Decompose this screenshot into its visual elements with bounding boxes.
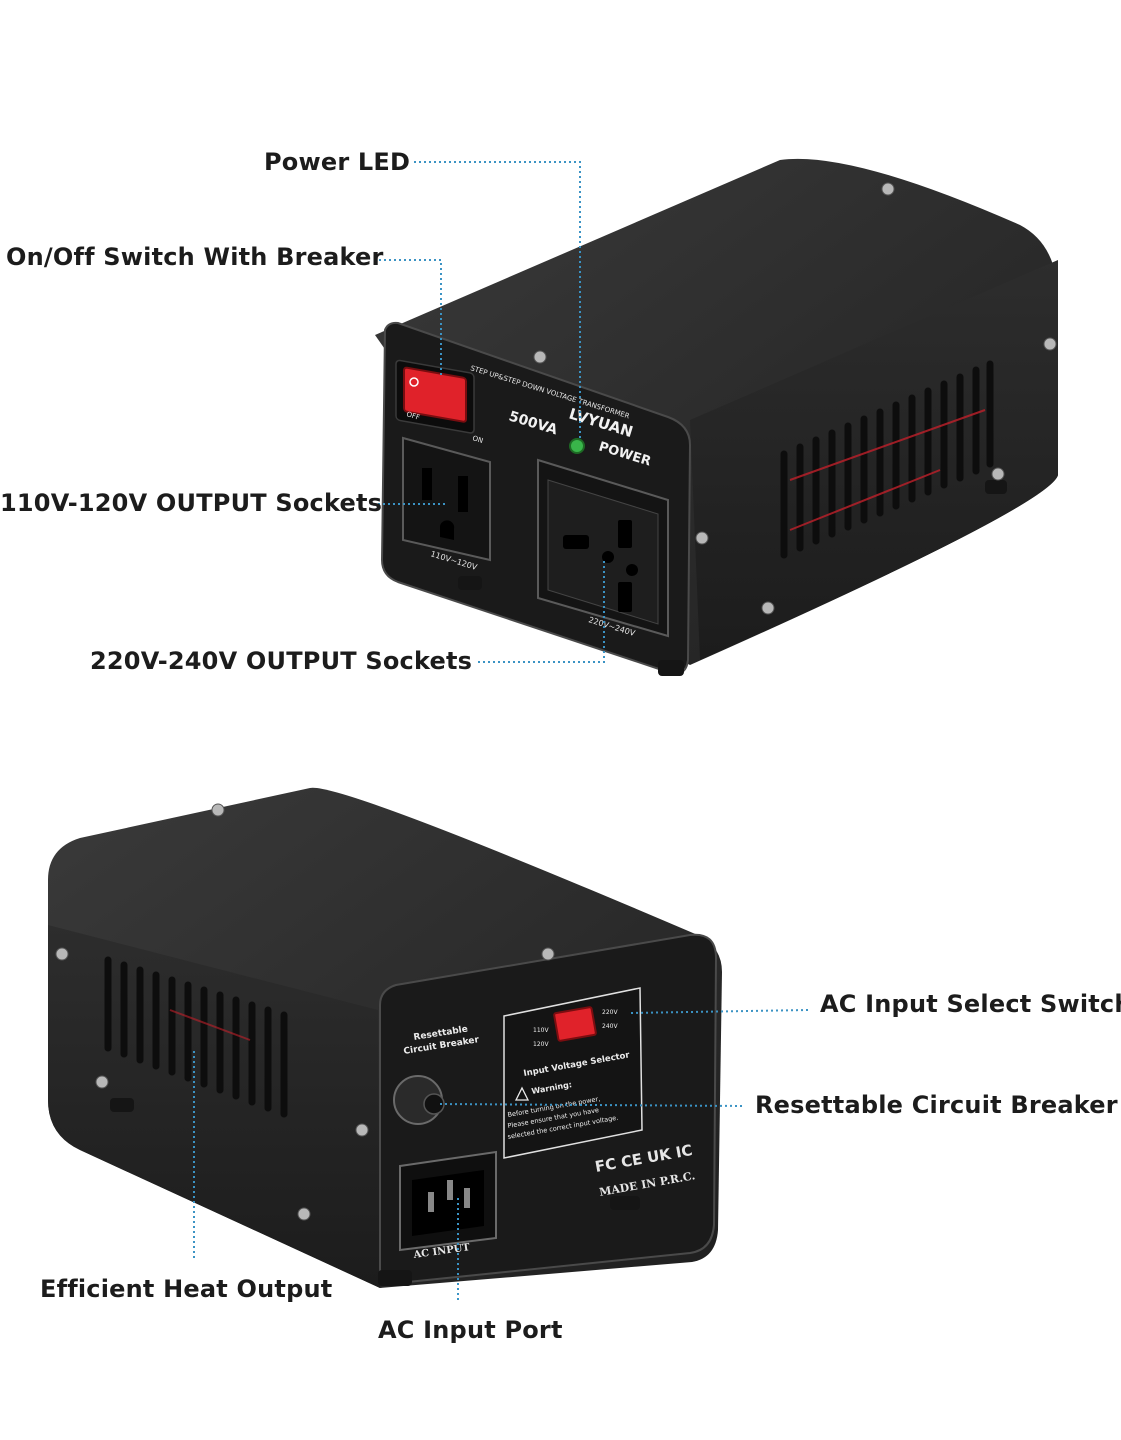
- us-outlet-ground: [440, 520, 455, 540]
- selector-label-plate: [503, 987, 643, 1159]
- front-off-label: OFF: [405, 410, 420, 422]
- rear-side-vents: [104, 956, 288, 1118]
- rocker-indicator-icon: [409, 377, 419, 387]
- rear-foot-2: [378, 1270, 412, 1286]
- front-foot-2: [658, 660, 684, 676]
- front-on-label: ON: [471, 434, 484, 445]
- us-outlet-slot-right: [458, 476, 468, 512]
- callout-ac-select: AC Input Select Switch: [820, 990, 1121, 1018]
- ac-input-pins: [428, 1180, 470, 1212]
- front-foot-1: [458, 576, 482, 590]
- circuit-breaker-button[interactable]: [423, 1093, 445, 1115]
- callout-power-led: Power LED: [264, 148, 411, 176]
- selector-110-label: 110V: [533, 1027, 549, 1034]
- callout-heat: Efficient Heat Output: [40, 1275, 333, 1303]
- us-outlet-slot-left: [422, 468, 432, 500]
- power-rocker-switch: [403, 366, 467, 423]
- selector-240-label: 240V: [602, 1023, 618, 1030]
- selector-120-label: 120V: [533, 1041, 549, 1048]
- callout-output-220: 220V-240V OUTPUT Sockets: [90, 647, 473, 675]
- leader-power-led: [414, 161, 581, 440]
- front-unit-side: [690, 260, 1058, 660]
- rear-foot-1: [110, 1098, 134, 1112]
- callout-breaker: Resettable Circuit Breaker: [755, 1091, 1118, 1119]
- ac-input-port-inner: [412, 1170, 484, 1236]
- front-side-vents: [780, 360, 994, 559]
- rear-foot-3: [610, 1196, 640, 1210]
- selector-220-label: 220V: [602, 1009, 618, 1016]
- front-transformer-unit: STEP UP&STEP DOWN VOLTAGE TRANSFORMER LV…: [375, 158, 1058, 676]
- rear-transformer-unit: Resettable Circuit Breaker 110V 120V 220…: [48, 787, 722, 1288]
- callout-output-110: 110V-120V OUTPUT Sockets: [0, 489, 383, 517]
- leader-onoff-switch: [374, 259, 442, 378]
- universal-outlet-holes: [563, 520, 638, 612]
- callout-ac-port: AC Input Port: [378, 1316, 563, 1344]
- callout-onoff-switch: On/Off Switch With Breaker: [6, 243, 384, 271]
- front-screws: [533, 182, 1057, 615]
- leader-output-220: [478, 560, 605, 663]
- leader-lines: [193, 161, 809, 1300]
- ac-input-select-switch: [553, 1006, 597, 1042]
- warning-triangle-icon: [514, 1086, 530, 1101]
- power-led-icon: [569, 438, 585, 454]
- front-foot-3: [985, 480, 1007, 494]
- leader-breaker: [439, 1103, 743, 1107]
- rear-unit-side: [48, 925, 380, 1288]
